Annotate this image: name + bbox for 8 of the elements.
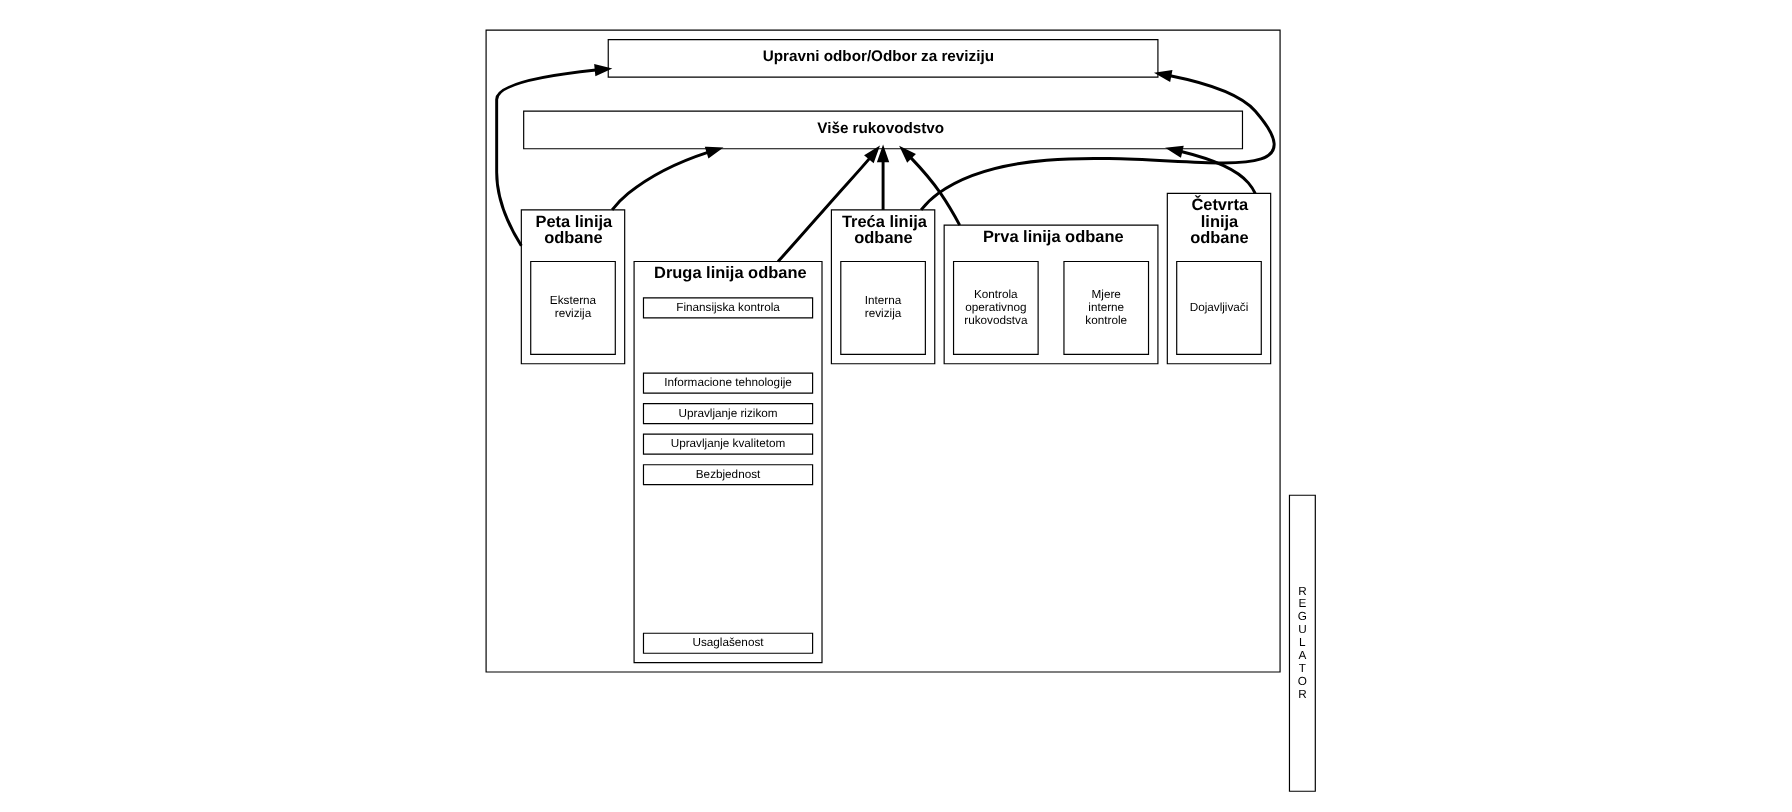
arrow — [920, 69, 1275, 211]
arrow — [876, 144, 890, 210]
arrow — [899, 145, 961, 226]
arrow — [1165, 145, 1257, 195]
arrow — [611, 146, 724, 211]
arrow — [776, 145, 880, 263]
cluster — [485, 29, 1281, 673]
arrow — [495, 63, 613, 247]
